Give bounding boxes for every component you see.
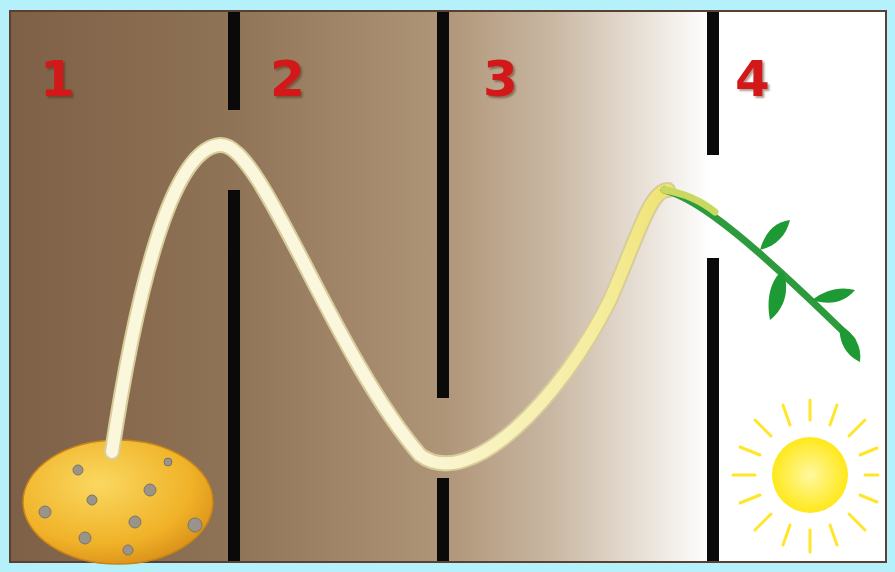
compartment-number: 2 xyxy=(270,54,305,104)
compartment-number: 1 xyxy=(40,54,75,104)
potato xyxy=(23,440,213,564)
sun xyxy=(733,400,878,552)
compartment-number: 3 xyxy=(483,54,518,104)
compartment: 4 xyxy=(719,12,885,561)
leaves xyxy=(760,220,860,362)
compartment: 1 xyxy=(10,12,228,561)
compartment: 2 xyxy=(240,12,437,561)
sprout xyxy=(112,145,852,463)
compartment-number: 4 xyxy=(735,54,770,104)
compartment: 3 xyxy=(449,12,707,561)
walls xyxy=(228,12,719,561)
